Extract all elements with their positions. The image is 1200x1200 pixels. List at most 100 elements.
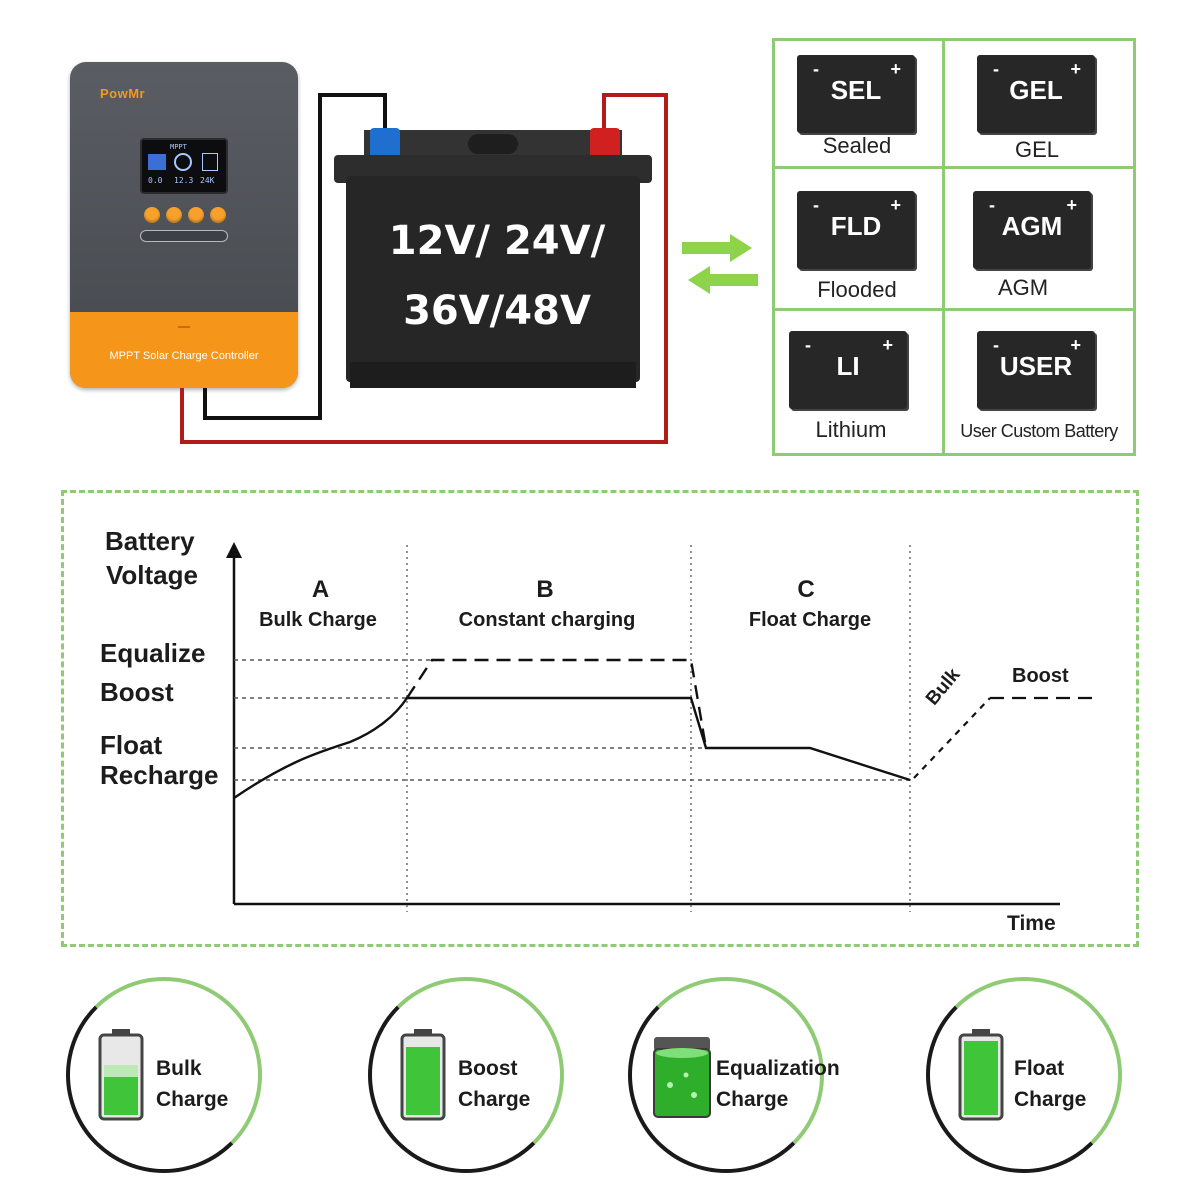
battery-type-name: User Custom Battery: [960, 421, 1118, 441]
battery-type-name: Sealed: [822, 133, 892, 158]
y-axis-title: Battery Voltage: [105, 524, 198, 592]
solar-panel-icon: [148, 154, 166, 170]
battery-types-grid: -+ SEL Sealed -+ GEL GEL -+ FLD Flooded …: [772, 38, 1136, 456]
y-axis-title-line2: Voltage: [106, 560, 198, 590]
flooded-battery-icon: -+ FLD: [797, 191, 915, 269]
battery-type-name: GEL: [1014, 137, 1060, 162]
x-axis-title: Time: [1007, 912, 1056, 935]
stage-c-name: Float Charge: [748, 609, 872, 631]
controller-display: MPPT 0.0 12.3 24K: [140, 138, 228, 194]
exchange-arrows-icon: [682, 234, 758, 294]
tail-boost-label: Boost: [1012, 665, 1069, 687]
battery-voltage-line2: 36V/48V: [403, 288, 591, 334]
positive-wire: [180, 93, 668, 444]
stage-label-line2: Charge: [716, 1088, 789, 1111]
battery-type-gel: -+ GEL GEL: [945, 41, 1133, 169]
stage-b-letter: B: [536, 576, 554, 603]
stage-c-letter: C: [797, 576, 815, 603]
controller-keypad: [144, 207, 228, 225]
positive-terminal: [590, 128, 620, 158]
stage-a-name: Bulk Charge: [259, 609, 377, 631]
display-mode: MPPT: [170, 143, 187, 151]
voltage-curve: [233, 696, 911, 799]
sealed-battery-icon: -+ SEL: [797, 55, 915, 133]
stage-label: Equalization Charge: [716, 1053, 840, 1115]
down-key[interactable]: [188, 207, 204, 223]
charge-profile-diagram: [226, 542, 1098, 912]
y-axis-title-line1: Battery: [105, 526, 195, 556]
stage-label-line2: Charge: [156, 1088, 229, 1111]
stage-label: Bulk Charge: [156, 1053, 228, 1115]
menu-key[interactable]: [144, 207, 160, 223]
stage-label-line1: Boost: [458, 1057, 518, 1080]
battery-type-code: FLD: [830, 211, 882, 241]
display-value-pv: 0.0: [148, 176, 163, 185]
battery-level-icon: [202, 153, 218, 171]
battery-type-code: LI: [836, 351, 860, 381]
stage-label-line2: Charge: [1014, 1088, 1087, 1111]
battery-type-code: SEL: [830, 75, 882, 105]
stage-boost: Boost Charge: [368, 977, 564, 1173]
battery-type-lithium: -+ LI Lithium: [775, 311, 945, 453]
battery-type-code: AGM: [1001, 211, 1063, 241]
battery-type-agm: -+ AGM AGM: [945, 169, 1133, 311]
stage-b-name: Constant charging: [458, 609, 636, 631]
charge-icon: [174, 153, 192, 171]
negative-wire: [203, 93, 387, 420]
stage-ring: [926, 977, 1122, 1173]
battery-type-name: AGM: [997, 275, 1049, 300]
battery-low-green-icon: [98, 1029, 144, 1121]
battery-type-code: GEL: [1009, 75, 1063, 105]
right-arrow-icon: [682, 234, 752, 262]
stage-label: Boost Charge: [458, 1053, 530, 1115]
gel-battery-icon: -+ GEL: [977, 55, 1095, 133]
y-axis-arrow-icon: [226, 542, 242, 558]
level-label-float: Float: [100, 730, 163, 760]
stage-equalization: Equalization Charge: [628, 977, 840, 1173]
up-key[interactable]: [166, 207, 182, 223]
battery-type-flooded: -+ FLD Flooded: [775, 169, 945, 311]
level-label-equalize: Equalize: [100, 638, 206, 668]
battery-type-name: Lithium: [815, 417, 887, 442]
stage-label-line2: Charge: [458, 1088, 531, 1111]
stage-label-line1: Equalization: [716, 1057, 840, 1080]
stage-label: Float Charge: [1014, 1053, 1086, 1115]
agm-battery-icon: -+ AGM: [973, 191, 1091, 269]
stage-ring: [66, 977, 262, 1173]
charge-profile-frame: [61, 490, 1139, 947]
equalize-curve: [405, 658, 708, 749]
controller-orange-panel: [70, 312, 298, 388]
lithium-battery-icon: -+ LI: [789, 331, 907, 409]
negative-terminal: [370, 128, 400, 158]
left-arrow-icon: [688, 266, 758, 294]
battery-base: [350, 362, 636, 388]
stage-a-letter: A: [311, 576, 330, 603]
battery-bubbling-icon: [653, 1037, 711, 1118]
battery-case: [346, 176, 640, 382]
battery-full-green-icon: [958, 1029, 1004, 1121]
battery-type-user: -+ USER User Custom Battery: [945, 311, 1133, 453]
battery-handle: [468, 134, 518, 154]
keypad-legend: [140, 230, 228, 242]
battery-voltage-line1: 12V/ 24V/: [388, 218, 606, 264]
level-label-recharge: Recharge: [100, 760, 219, 790]
wiring: [180, 93, 668, 444]
battery-type-sealed: -+ SEL Sealed: [775, 41, 945, 169]
stage-label-line1: Float: [1014, 1057, 1065, 1080]
stage-ring: [628, 977, 824, 1173]
battery-high-green-icon: [400, 1029, 446, 1121]
display-value-battery: 12.3: [174, 176, 194, 185]
controller-model-label: MPPT Solar Charge Controller: [109, 350, 259, 362]
stage-ring: [368, 977, 564, 1173]
vent-mark: [178, 320, 190, 328]
stage-bulk: Bulk Charge: [66, 977, 262, 1173]
stage-float: Float Charge: [926, 977, 1122, 1173]
level-label-boost: Boost: [100, 677, 174, 707]
tail-bulk-curve: [913, 697, 991, 779]
enter-key[interactable]: [210, 207, 226, 223]
stage-label-line1: Bulk: [156, 1057, 202, 1080]
battery-type-code: USER: [999, 351, 1073, 381]
battery-voltage-label: 12V/ 24V/ 36V/48V: [366, 206, 628, 346]
charge-controller: PowMr MPPT 0.0 12.3 24K MPPT Solar Charg…: [70, 62, 298, 388]
display-value-load: 24K: [200, 176, 215, 185]
